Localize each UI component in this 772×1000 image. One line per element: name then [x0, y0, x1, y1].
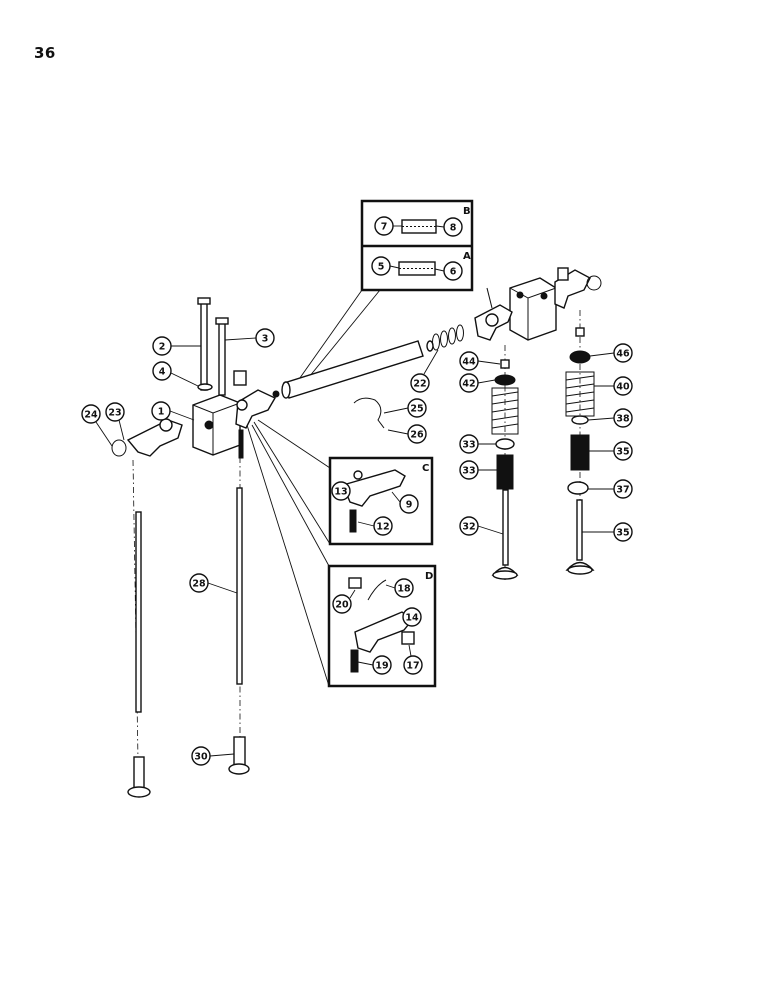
callout-19: 19 — [375, 661, 388, 672]
callout-25: 26 — [410, 430, 424, 441]
callout-13: 13 — [334, 487, 347, 498]
callout-26: 28 — [192, 579, 206, 590]
callout-33: 33 — [462, 440, 475, 451]
callout-42: 42 — [462, 379, 475, 390]
callout-38: 38 — [616, 414, 630, 425]
callout-3: 3 — [262, 334, 269, 345]
right-support-assembly — [474, 267, 602, 341]
page-number: 36 — [34, 44, 56, 62]
callout-7: 7 — [381, 222, 388, 233]
callout-22: 23 — [108, 408, 121, 419]
pushrods-and-lifters — [127, 429, 250, 798]
callout-18: 18 — [397, 584, 411, 595]
inset-letter-b: B — [463, 206, 471, 217]
rocker-arm-c — [342, 469, 406, 507]
callout-24: 25 — [410, 404, 423, 415]
callout-5: 5 — [378, 262, 385, 273]
callout-44: 44 — [462, 357, 476, 368]
callout-32-left: 33 — [462, 466, 475, 477]
callout-32-right: 35 — [616, 447, 629, 458]
callout-17: 17 — [406, 661, 419, 672]
callout-28: 30 — [194, 752, 208, 763]
left-support-assembly — [111, 297, 276, 457]
shaft-springs — [432, 324, 464, 351]
callout-12: 12 — [376, 522, 389, 533]
callout-23: 24 — [84, 410, 98, 421]
callout-9: 9 — [406, 500, 413, 511]
callout-6: 6 — [450, 267, 457, 278]
inset-letter-c: C — [422, 463, 429, 474]
callout-30: 32 — [462, 522, 475, 533]
callout-4: 4 — [159, 367, 166, 378]
callout-40: 40 — [616, 382, 630, 393]
inset-letter-d: D — [425, 571, 433, 582]
callout-2: 2 — [159, 342, 166, 353]
callout-46: 46 — [616, 349, 630, 360]
rocker-shaft — [272, 340, 434, 399]
callout-group: 7 8 5 6 13 9 12 18 20 14 17 19 1 2 3 4 2… — [81, 216, 633, 766]
callout-37: 37 — [616, 485, 629, 496]
valve-stack-right — [565, 310, 595, 575]
adjusting-screw-c — [349, 509, 357, 533]
callout-35: 35 — [616, 528, 629, 539]
callout-21: 22 — [413, 379, 426, 390]
oil-line — [353, 397, 385, 429]
callout-8: 8 — [450, 223, 457, 234]
callout-20: 20 — [335, 600, 349, 611]
callout-14: 14 — [405, 613, 419, 624]
inset-letter-a: A — [463, 251, 471, 262]
valve-stack-left — [491, 345, 519, 580]
callout-1: 1 — [158, 407, 165, 418]
